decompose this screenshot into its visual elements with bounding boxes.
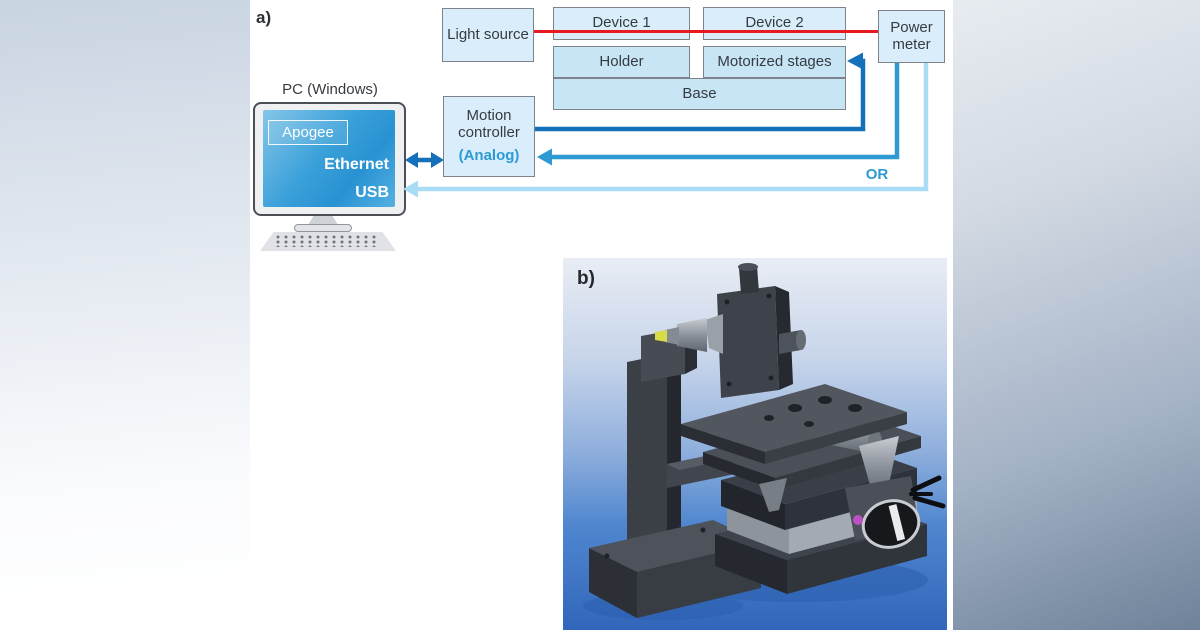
stage-photo-render xyxy=(563,258,947,630)
keyboard xyxy=(260,232,396,251)
box-device-1: Device 1 xyxy=(553,7,690,40)
box-light-source: Light source xyxy=(442,8,534,62)
pc-screen: Apogee Ethernet USB xyxy=(263,110,395,207)
motion-controller-label: Motion controller xyxy=(458,106,520,141)
background-gradient-left xyxy=(0,0,250,630)
apogee-window: Apogee xyxy=(268,120,348,145)
monitor-stand xyxy=(308,216,338,225)
figure-label-b: b) xyxy=(577,268,595,289)
background-gradient-right xyxy=(953,0,1200,630)
motion-controller-mode-label: (Analog) xyxy=(458,147,520,165)
pc-monitor: Apogee Ethernet USB xyxy=(253,102,406,216)
usb-port-label: USB xyxy=(355,184,389,201)
box-base: Base xyxy=(553,78,846,110)
box-holder: Holder xyxy=(553,46,690,78)
box-device-2: Device 2 xyxy=(703,7,846,40)
mirror-assembly xyxy=(845,436,946,549)
ethernet-arrow xyxy=(405,152,444,168)
keyboard-keys xyxy=(276,235,380,247)
top-actuator xyxy=(655,263,806,398)
figure-label-a: a) xyxy=(256,8,272,27)
ethernet-port-label: Ethernet xyxy=(324,156,389,173)
or-label: OR xyxy=(865,166,889,183)
figure-panel: a) Light source Device 1 Device 2 Holder… xyxy=(250,0,953,630)
box-power-meter: Power meter xyxy=(878,10,945,63)
stage-photo: b) xyxy=(563,258,947,630)
box-motion-controller: Motion controller (Analog) xyxy=(443,96,535,177)
monitor-stand-base xyxy=(294,224,352,232)
pc-title: PC (Windows) xyxy=(282,81,378,98)
box-motorized-stages: Motorized stages xyxy=(703,46,846,78)
